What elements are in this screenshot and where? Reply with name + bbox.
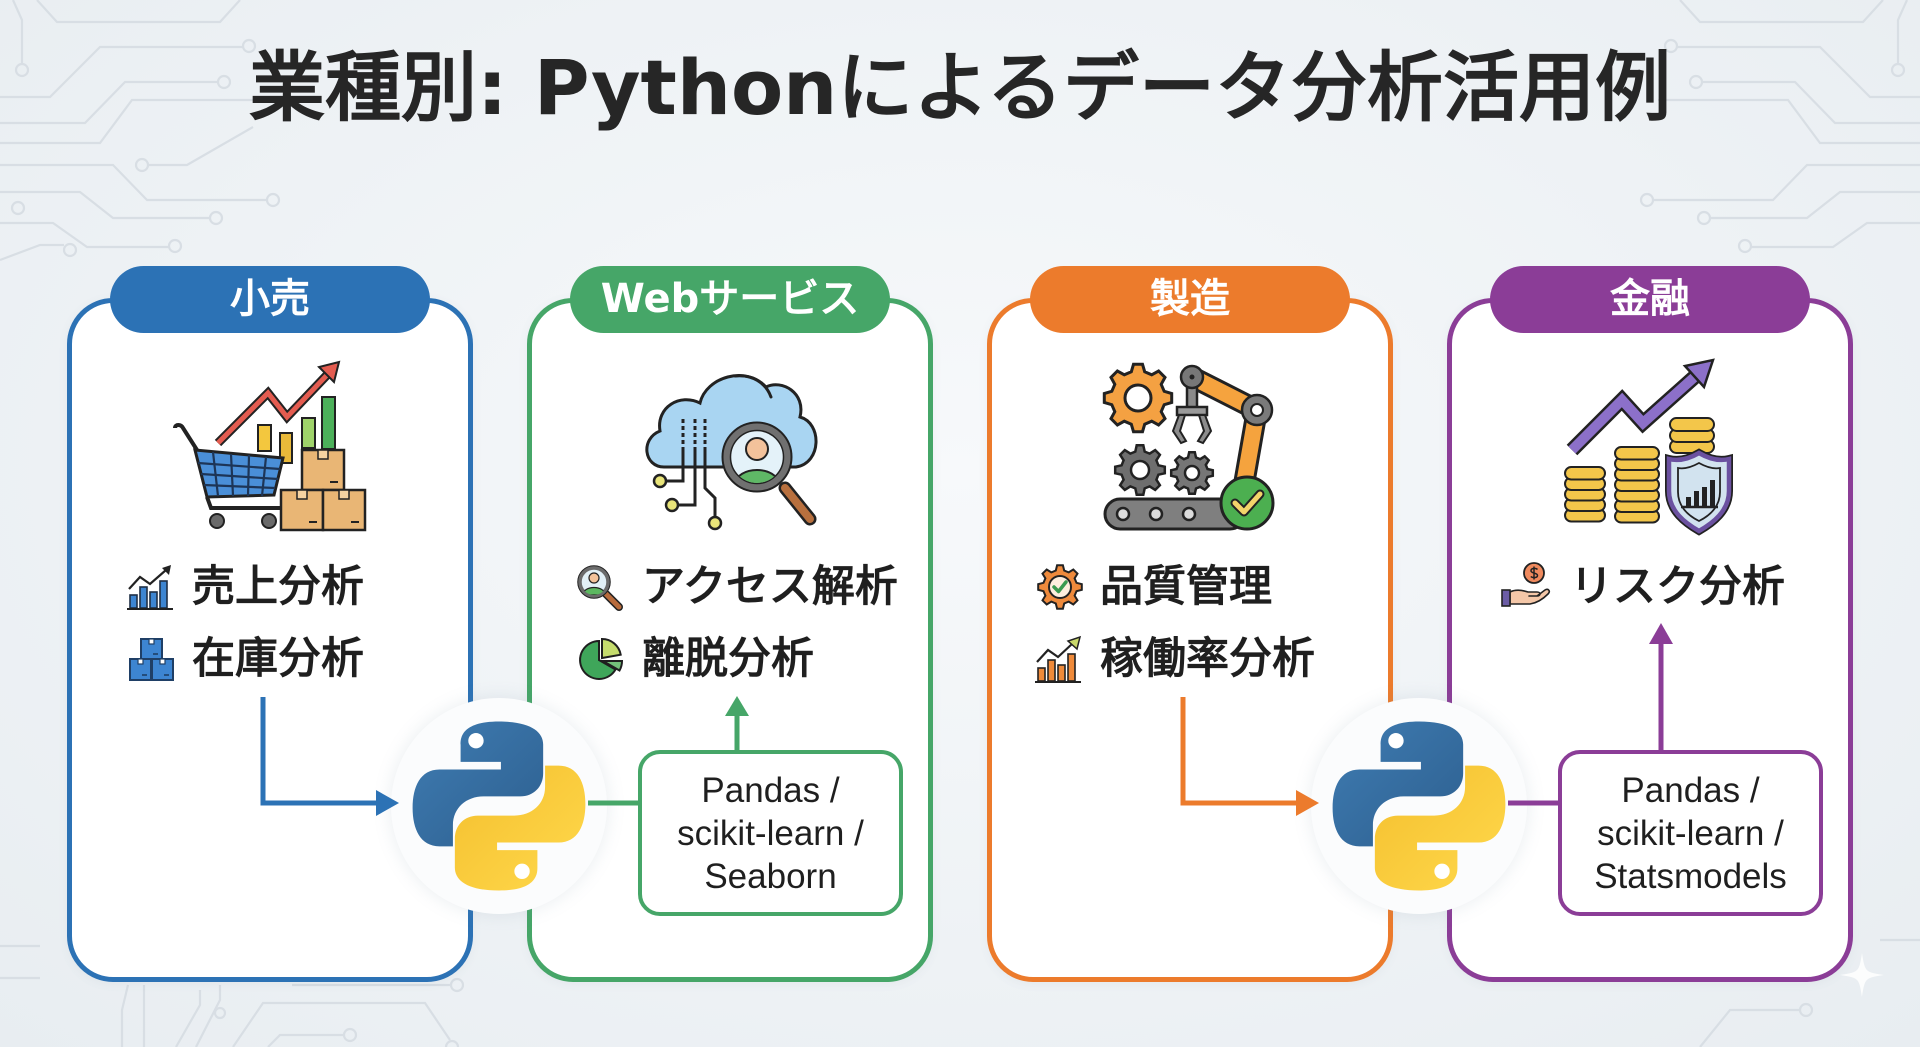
industry-header-manufacturing: 製造	[1030, 266, 1350, 333]
hand-coin-icon	[1501, 562, 1551, 607]
use-case-access-analysis: アクセス解析	[642, 562, 898, 612]
use-case-churn-analysis: 離脱分析	[642, 634, 814, 684]
industry-header-web-service: Webサービス	[570, 266, 890, 333]
industry-header-retail: 小売	[110, 266, 430, 333]
inventory-boxes-icon	[129, 638, 174, 681]
pie-chart-icon	[579, 637, 624, 680]
industry-header-finance: 金融	[1490, 266, 1810, 333]
bar-chart-growth-icon	[1035, 635, 1082, 683]
robot-arm-conveyor-icon	[1102, 362, 1275, 531]
library-line: scikit-learn /	[1597, 813, 1784, 853]
use-case-risk-analysis: リスク分析	[1570, 562, 1785, 612]
coin	[1669, 417, 1715, 432]
use-case-quality-control: 品質管理	[1100, 562, 1272, 612]
use-case-utilization-analysis: 稼働率分析	[1100, 634, 1315, 684]
coin	[1614, 446, 1660, 461]
coin-stack	[1614, 446, 1660, 524]
use-case-sales-analysis: 売上分析	[192, 562, 364, 612]
library-box-web: Pandas / scikit-learn / Seaborn	[638, 750, 903, 916]
page-title: 業種別: Pythonによるデータ分析活用例	[249, 43, 1671, 132]
gear-check-icon	[1037, 564, 1083, 610]
library-line: scikit-learn /	[677, 813, 864, 853]
user-search-icon	[577, 565, 623, 611]
library-line: Pandas /	[1621, 770, 1760, 810]
library-line: Statsmodels	[1594, 856, 1787, 896]
use-case-inventory-analysis: 在庫分析	[192, 634, 364, 684]
python-logo-icon	[1332, 721, 1506, 891]
library-line: Pandas /	[701, 770, 840, 810]
coin	[1564, 466, 1606, 481]
library-line: Seaborn	[704, 856, 837, 896]
coins-growth-shield-icon	[1564, 358, 1733, 536]
coin-stack	[1564, 466, 1606, 523]
shopping-cart-sales-growth-icon	[173, 360, 367, 532]
cloud-user-search-icon	[645, 374, 818, 531]
coin-stack	[1669, 417, 1715, 454]
bar-chart-growth-icon	[127, 565, 173, 610]
industry-panel-retail	[67, 298, 473, 982]
library-box-finance: Pandas / scikit-learn / Statsmodels	[1558, 750, 1823, 916]
python-logo-icon	[412, 721, 586, 891]
